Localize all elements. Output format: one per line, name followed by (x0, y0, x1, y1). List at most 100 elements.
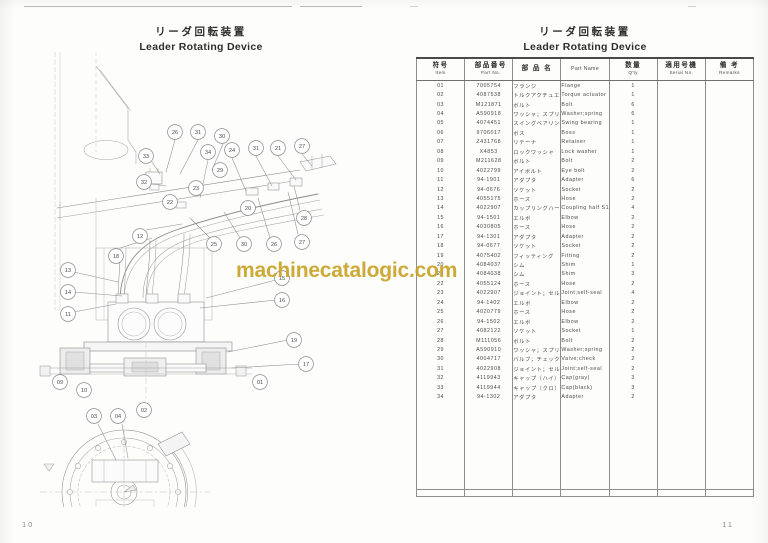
svg-text:09: 09 (57, 380, 63, 386)
cell-name-jp: エルボ (512, 213, 562, 223)
cell-name-en: Retainer (560, 137, 610, 148)
cell-serial (656, 298, 706, 308)
cell-name-jp: ホース (512, 279, 562, 289)
cell-name-en: Adapter (560, 232, 610, 242)
cell-part-no: 4119944 (464, 383, 514, 393)
cell-serial (656, 184, 706, 195)
table-row-empty (415, 477, 755, 487)
callout-balloon: 24 (224, 142, 240, 158)
cell-empty (704, 439, 755, 450)
cell-part-no: 94-1301 (464, 232, 514, 242)
cell-name-en: Joint;self-seal (560, 364, 610, 374)
cell-name-en: Hose (560, 279, 610, 289)
top-rule-right-page (688, 6, 696, 7)
cell-part-no: 4119943 (464, 373, 514, 383)
cell-name-en: Socket (560, 241, 610, 251)
cell-serial (656, 364, 706, 374)
svg-text:26: 26 (271, 242, 277, 248)
table-row: 144022907カップリングハーフS1Coupling half S14 (415, 203, 755, 214)
cell-qty: 2 (608, 279, 658, 289)
cell-remarks (704, 250, 755, 261)
callout-balloon: 10 (76, 382, 92, 398)
svg-text:27: 27 (299, 240, 305, 246)
cell-remarks (704, 354, 755, 365)
callout-balloon: 29 (212, 162, 228, 178)
cell-remarks (704, 175, 755, 185)
callout-balloon: 13 (60, 262, 76, 278)
cell-item: 02 (415, 90, 466, 100)
cell-serial (656, 147, 706, 157)
cell-part-no: X4853 (464, 147, 514, 157)
cell-qty: 2 (608, 222, 658, 232)
cell-part-no: 4022907 (464, 203, 514, 214)
cell-item: 17 (415, 232, 466, 242)
callout-balloon: 19 (286, 332, 302, 348)
cell-remarks (704, 364, 755, 374)
cell-name-jp: ロックワッシャ (512, 147, 562, 157)
cell-empty (512, 467, 562, 478)
cell-empty (608, 467, 658, 478)
cell-name-jp: アダプタ (512, 232, 562, 242)
callout-balloon: 11 (60, 306, 76, 322)
cell-name-en: Joint;self-seal (560, 288, 610, 299)
cell-empty (464, 477, 514, 487)
cell-name-en: Socket (560, 326, 610, 336)
cell-empty (464, 449, 514, 459)
cell-empty (415, 420, 466, 431)
cell-part-no: 4020779 (464, 307, 514, 317)
cell-name-en: Lock washer (560, 147, 610, 157)
cell-empty (704, 430, 755, 440)
callout-balloon: 26 (266, 236, 282, 252)
cell-serial (656, 99, 706, 110)
table-row-empty (415, 401, 755, 412)
cell-serial (656, 260, 706, 270)
table-row-empty (415, 486, 755, 498)
cell-empty (512, 458, 562, 468)
svg-text:20: 20 (245, 206, 251, 212)
cell-name-jp: ボス (512, 128, 562, 138)
cell-name-en: Elbow (560, 298, 610, 308)
svg-text:27: 27 (299, 144, 305, 150)
cell-name-jp: トルクアクチュエータ (512, 90, 562, 100)
cell-serial (656, 373, 706, 383)
cell-name-en: Elbow (560, 213, 610, 223)
cell-name-en: Elbow (560, 316, 610, 327)
cell-name-jp: ソケット (512, 184, 562, 195)
cell-item: 10 (415, 165, 466, 176)
cell-empty (512, 411, 562, 421)
cell-name-jp: キャップ（ハイ） (512, 373, 562, 383)
cell-remarks (704, 109, 755, 119)
callout-balloon: 32 (136, 174, 152, 190)
cell-name-jp: ジョイント；セルフシール (512, 364, 562, 374)
cell-part-no: 4082122 (464, 326, 514, 336)
cell-serial (656, 354, 706, 365)
cell-qty: 6 (608, 99, 658, 110)
cell-item: 32 (415, 373, 466, 383)
table-row-empty (415, 467, 755, 478)
svg-text:29: 29 (217, 168, 223, 174)
cell-empty (464, 458, 514, 468)
header-remarks: 備 考 Remarks (704, 57, 755, 81)
cell-empty (656, 477, 706, 487)
cell-serial (656, 156, 706, 166)
cell-empty (656, 458, 706, 468)
svg-text:12: 12 (137, 234, 143, 240)
cell-name-en: Shim (560, 260, 610, 270)
svg-text:14: 14 (65, 290, 71, 296)
svg-text:24: 24 (229, 148, 235, 154)
cell-empty (608, 458, 658, 468)
cell-serial (656, 232, 706, 242)
callout-balloon: 33 (138, 148, 154, 164)
cell-name-jp: カップリングハーフS1 (512, 203, 562, 214)
cell-serial (656, 269, 706, 280)
cell-name-en: Boss (560, 128, 610, 138)
svg-text:18: 18 (113, 254, 119, 260)
callout-balloon: 03 (86, 408, 102, 424)
cell-part-no: 4084037 (464, 260, 514, 270)
